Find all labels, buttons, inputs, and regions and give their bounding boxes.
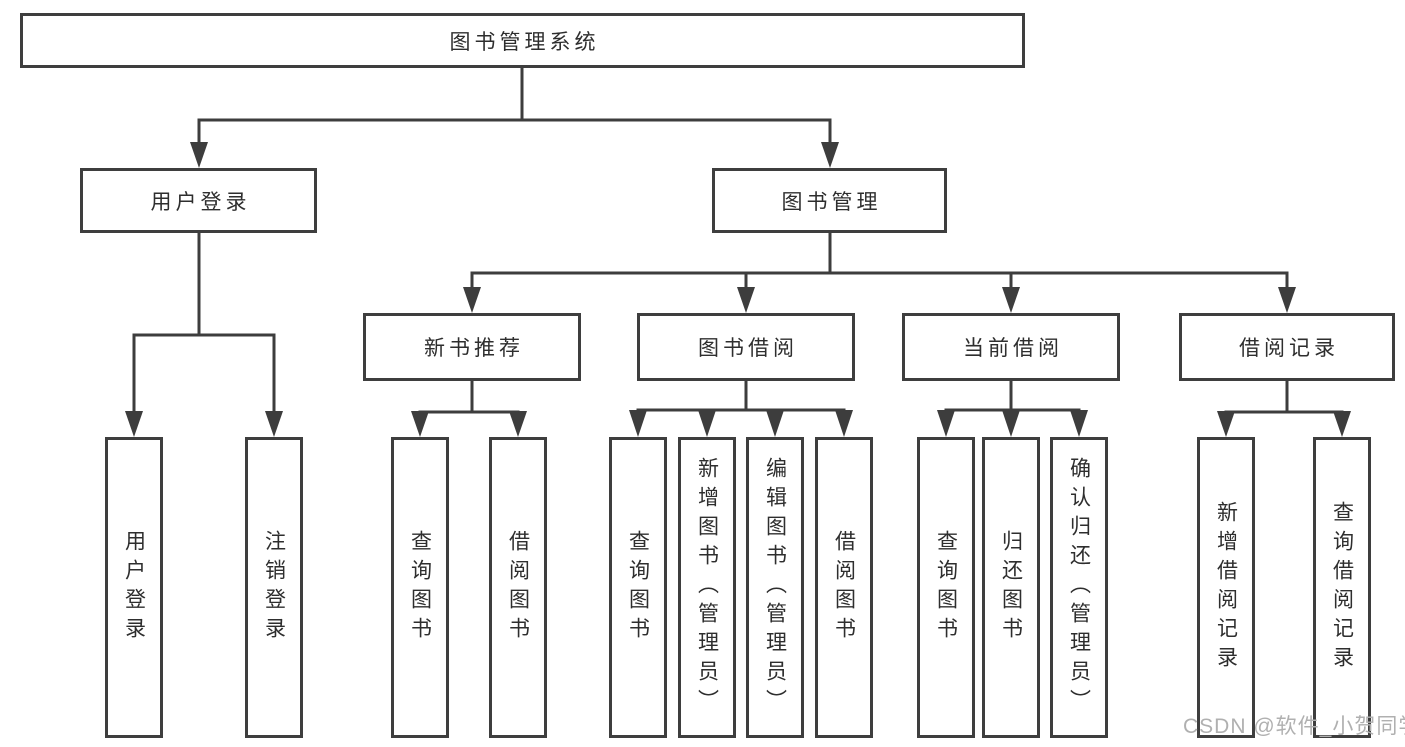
leaf-user-login: 用户登录 (105, 437, 163, 738)
connector-current (944, 381, 1081, 412)
arrowheads-borrow (629, 410, 853, 437)
leaf-borrow-edit-book-admin: 编辑图书（管理员） (746, 437, 804, 738)
leaf-user-login-label: 用户登录 (122, 529, 146, 646)
leaf-borrow-borrow-book-label: 借阅图书 (832, 529, 856, 646)
leaf-current-confirm-return-admin: 确认归还（管理员） (1050, 437, 1108, 738)
connector-records (1224, 381, 1344, 414)
leaf-recommend-query-book-label: 查询图书 (408, 529, 432, 646)
leaf-logout-login-label: 注销登录 (262, 529, 286, 646)
node-new-book-recommend: 新书推荐 (363, 313, 581, 381)
leaf-current-query-book: 查询图书 (917, 437, 975, 738)
leaf-records-add-record: 新增借阅记录 (1197, 437, 1255, 738)
leaf-records-query-record-label: 查询借阅记录 (1330, 500, 1354, 675)
node-book-borrow: 图书借阅 (637, 313, 855, 381)
leaf-borrow-query-book: 查询图书 (609, 437, 667, 738)
csdn-watermark: CSDN @软件_小贺同学 (1183, 715, 1405, 738)
arrowheads-root (190, 142, 839, 168)
leaf-borrow-query-book-label: 查询图书 (626, 529, 650, 646)
connector-user-login (132, 233, 276, 412)
leaf-current-confirm-return-admin-label: 确认归还（管理员） (1067, 457, 1091, 718)
leaf-current-return-book: 归还图书 (982, 437, 1040, 738)
leaf-current-return-book-label: 归还图书 (999, 529, 1023, 646)
connector-recommend (418, 381, 520, 414)
arrowheads-recommend (411, 411, 527, 437)
connector-book-management (470, 233, 1289, 289)
leaf-recommend-query-book: 查询图书 (391, 437, 449, 738)
node-current-borrow: 当前借阅 (902, 313, 1120, 381)
leaf-borrow-borrow-book: 借阅图书 (815, 437, 873, 738)
node-borrow-records: 借阅记录 (1179, 313, 1395, 381)
connector-borrow (636, 381, 846, 412)
node-root-system: 图书管理系统 (20, 13, 1025, 68)
leaf-records-query-record: 查询借阅记录 (1313, 437, 1371, 738)
leaf-current-query-book-label: 查询图书 (934, 529, 958, 646)
arrowheads-records (1217, 411, 1351, 437)
leaf-borrow-edit-book-admin-label: 编辑图书（管理员） (763, 457, 787, 718)
node-user-login: 用户登录 (80, 168, 317, 233)
arrowheads-current (937, 410, 1088, 437)
leaf-logout-login: 注销登录 (245, 437, 303, 738)
node-book-management: 图书管理 (712, 168, 947, 233)
leaf-records-add-record-label: 新增借阅记录 (1214, 500, 1238, 675)
leaf-borrow-add-book-admin-label: 新增图书（管理员） (695, 457, 719, 718)
leaf-recommend-borrow-book-label: 借阅图书 (506, 529, 530, 646)
arrowheads-book-management (463, 287, 1296, 313)
connector-root (197, 68, 832, 143)
leaf-borrow-add-book-admin: 新增图书（管理员） (678, 437, 736, 738)
leaf-recommend-borrow-book: 借阅图书 (489, 437, 547, 738)
arrowheads-user-login (125, 411, 283, 437)
